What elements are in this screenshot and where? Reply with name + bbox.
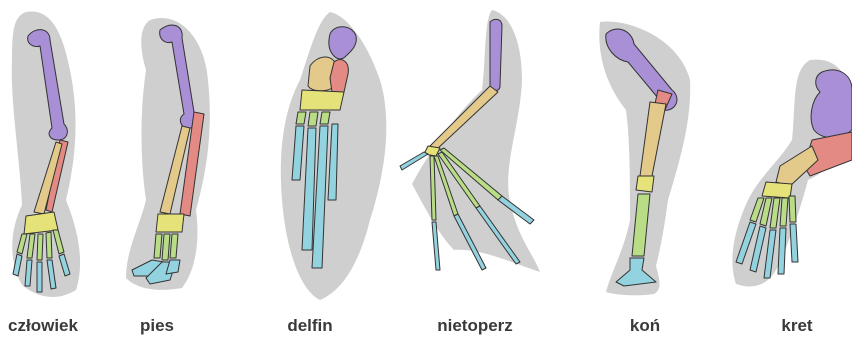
label-human: człowiek xyxy=(0,316,98,336)
label-dolphin: delfin xyxy=(255,316,365,336)
metacarpals xyxy=(296,112,330,126)
limb-bat xyxy=(400,10,540,272)
limb-horse xyxy=(599,22,690,296)
label-horse: koń xyxy=(590,316,700,336)
metacarpals xyxy=(154,234,178,260)
limb-dolphin xyxy=(281,12,387,300)
silhouette xyxy=(412,10,540,272)
humerus xyxy=(490,19,502,90)
label-dog: pies xyxy=(102,316,212,336)
carpals xyxy=(300,90,344,110)
label-mole: kret xyxy=(742,316,852,336)
carpals xyxy=(636,176,654,192)
carpals xyxy=(156,214,184,232)
label-bat: nietoperz xyxy=(420,316,530,336)
limb-mole xyxy=(732,60,852,287)
carpals xyxy=(762,182,792,198)
limb-human xyxy=(12,12,80,297)
limb-dog xyxy=(126,18,210,290)
humerus xyxy=(811,70,852,137)
